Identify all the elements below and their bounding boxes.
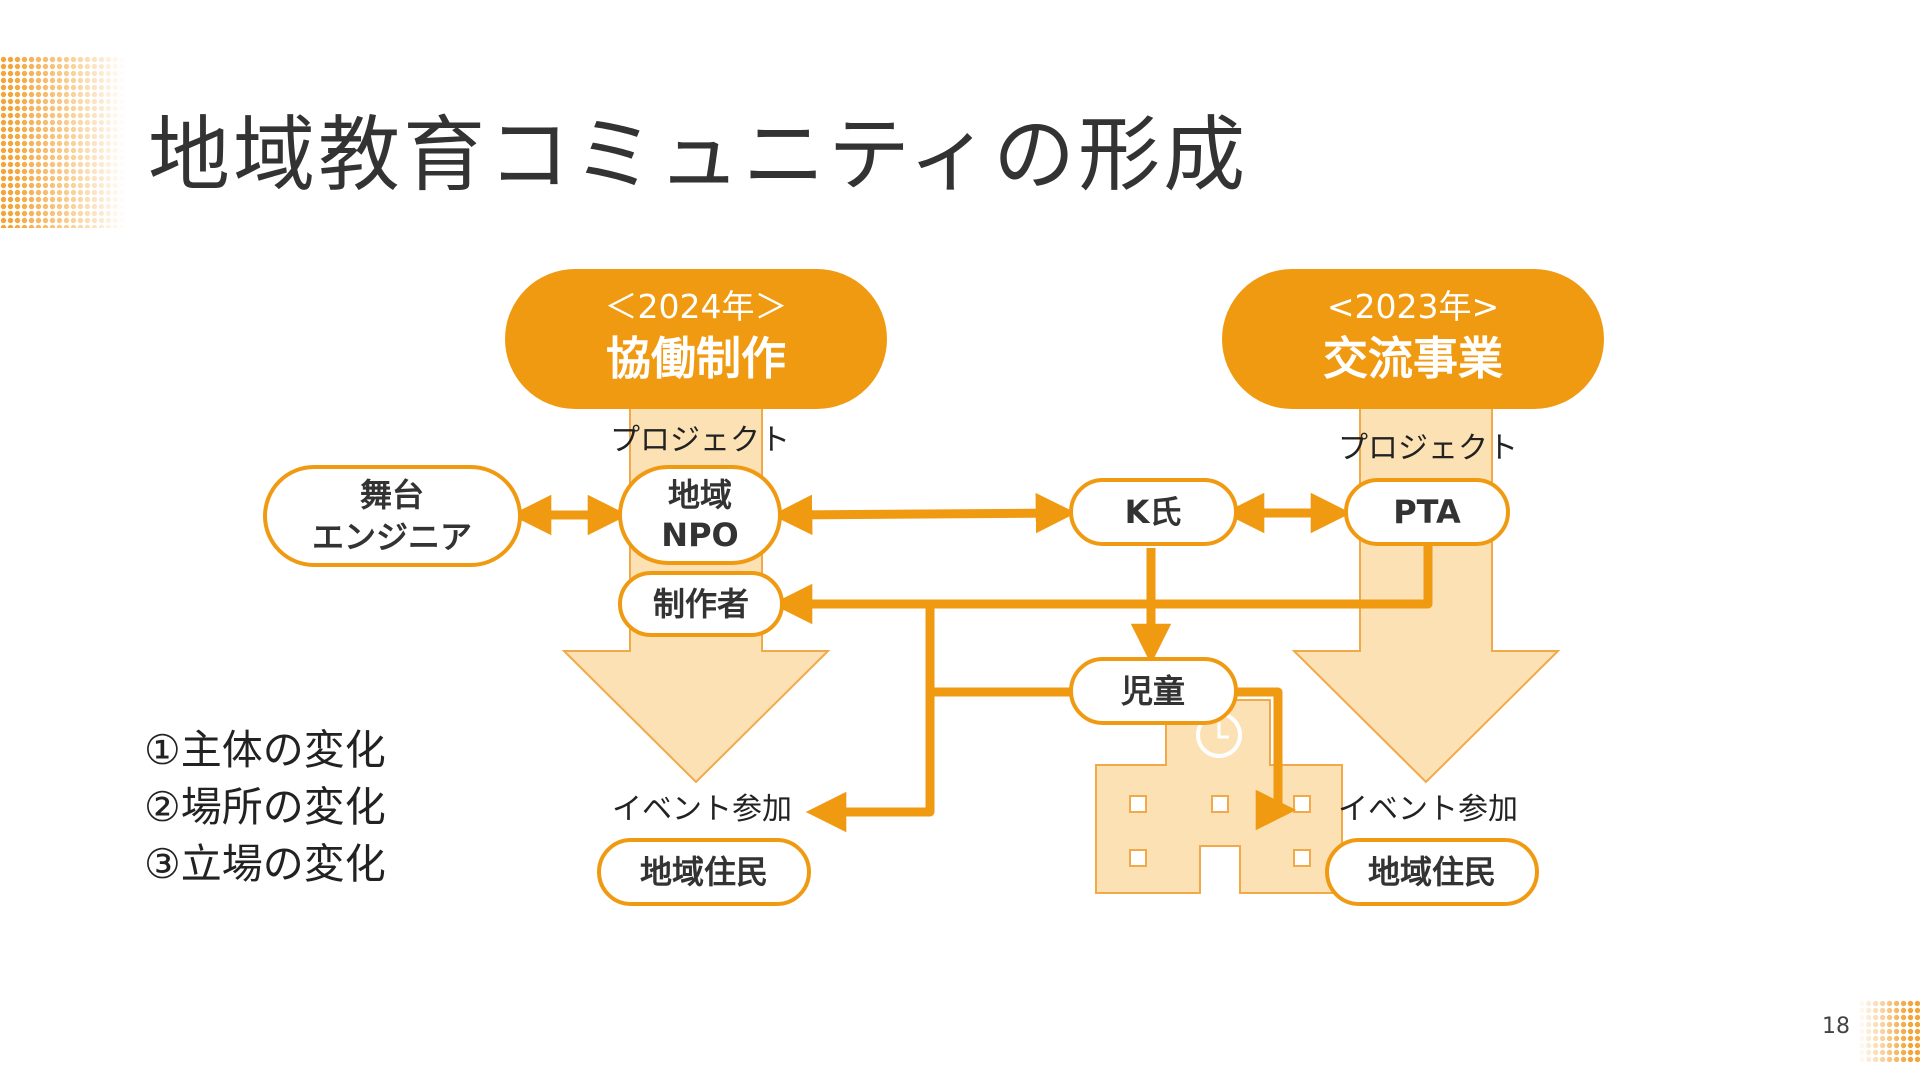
event-label-right: イベント参加 bbox=[1338, 792, 1518, 827]
node-local-npo-line2: NPO bbox=[661, 516, 738, 554]
change-item-subject: ①主体の変化 bbox=[144, 726, 386, 774]
project-pill-right bbox=[1222, 269, 1604, 409]
node-pta bbox=[1344, 478, 1510, 546]
project-pill-left bbox=[505, 269, 887, 409]
node-mr-k-label: K氏 bbox=[1125, 493, 1182, 531]
node-creator-label: 制作者 bbox=[653, 585, 749, 623]
node-local-npo-line1: 地域 bbox=[668, 476, 732, 514]
node-mr-k bbox=[1069, 478, 1238, 546]
project-name-left: 協働制作 bbox=[606, 332, 786, 385]
arrow-creator-event-left bbox=[805, 604, 935, 833]
node-residents-left-label: 地域住民 bbox=[640, 853, 768, 891]
slide-title: 地域教育コミュニティの形成 bbox=[148, 108, 1249, 203]
arrow-pta-creator bbox=[771, 545, 1433, 625]
changes-list: ①主体の変化 ②場所の変化 ③立場の変化 bbox=[144, 722, 464, 893]
corner-dot-pattern-top-left bbox=[0, 56, 125, 228]
change-item-place: ②場所の変化 bbox=[144, 783, 386, 831]
node-children-label: 児童 bbox=[1121, 672, 1185, 710]
project-label-left: プロジェクト bbox=[610, 423, 790, 458]
node-stage-engineer-line1: 舞台 bbox=[360, 476, 424, 514]
node-stage-engineer-line2: エンジニア bbox=[312, 518, 472, 556]
corner-dot-pattern-bottom-right bbox=[1858, 1000, 1920, 1062]
node-creator bbox=[618, 571, 784, 637]
node-residents-right-label: 地域住民 bbox=[1368, 853, 1496, 891]
page-number: 18 bbox=[1822, 1014, 1850, 1039]
node-residents-right bbox=[1325, 838, 1539, 906]
node-local-npo bbox=[618, 465, 782, 565]
project-year-right: <2023年> bbox=[1327, 287, 1499, 326]
node-pta-label: PTA bbox=[1393, 493, 1461, 531]
node-stage-engineer bbox=[263, 465, 522, 567]
school-building-icon bbox=[1095, 699, 1343, 894]
project-name-right: 交流事業 bbox=[1323, 332, 1503, 385]
arrow-npo-k bbox=[771, 492, 1077, 536]
node-children bbox=[1069, 657, 1238, 725]
project-year-left: ＜2024年＞ bbox=[605, 287, 788, 326]
project-label-right: プロジェクト bbox=[1338, 431, 1518, 466]
change-item-role: ③立場の変化 bbox=[144, 840, 386, 888]
event-label-left: イベント参加 bbox=[612, 792, 792, 827]
node-residents-left bbox=[597, 838, 811, 906]
arrow-children-event-right bbox=[1232, 687, 1297, 831]
